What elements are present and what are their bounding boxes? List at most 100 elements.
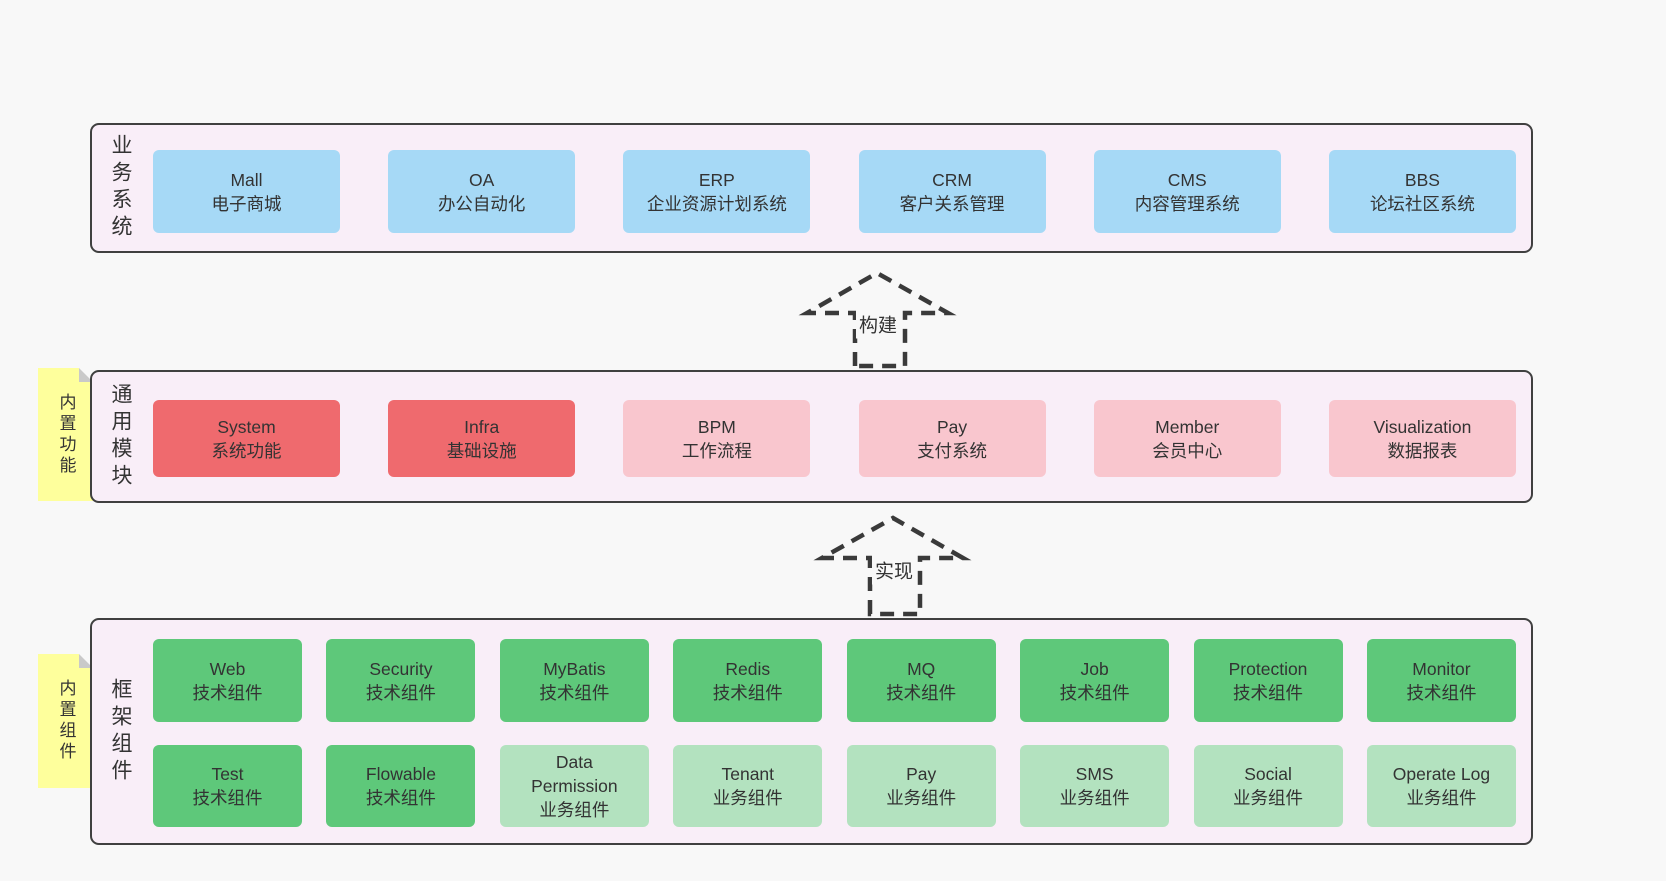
box-data-permission: Data Permission 业务组件 [499, 745, 649, 827]
box-title: MyBatis [543, 658, 606, 679]
box-title: Mall [230, 169, 263, 190]
box-title: Protection [1228, 658, 1308, 679]
box-subtitle: 数据报表 [1387, 440, 1458, 461]
box-title: OA [469, 169, 495, 190]
box-title: Operate Log [1392, 764, 1491, 784]
box-title: Flowable [365, 764, 436, 784]
implement-arrow: 实现 [805, 510, 980, 620]
box-title: Pay [906, 764, 937, 784]
box-subtitle: 技术组件 [365, 788, 436, 808]
box-subtitle: 业务组件 [1059, 788, 1130, 808]
box-title: Member [1155, 416, 1220, 437]
box-subtitle: 业务组件 [712, 788, 783, 808]
sticky-note-builtin-features: 内置功能 [38, 368, 93, 501]
box-subtitle: 技术组件 [539, 682, 610, 703]
box-operate-log: Operate Log 业务组件 [1366, 745, 1516, 827]
box-title: Social [1244, 764, 1292, 784]
box-subtitle: 技术组件 [192, 788, 263, 808]
box-tenant: Tenant 业务组件 [673, 745, 823, 827]
box-bbs: BBS 论坛社区系统 [1328, 150, 1516, 233]
box-title: BPM [697, 416, 736, 437]
box-subtitle: 论坛社区系统 [1369, 193, 1475, 214]
box-subtitle: 业务组件 [1233, 788, 1304, 808]
panel-label-business-systems: 业务系统 [109, 134, 132, 242]
box-oa: OA 办公自动化 [388, 150, 576, 233]
note-fold-corner [79, 654, 93, 668]
framework-components-panel: 框架组件 Web 技术组件 Security 技术组件 MyBatis 技术组件… [90, 618, 1533, 845]
box-subtitle: 内容管理系统 [1134, 193, 1240, 214]
implement-arrow-label: 实现 [871, 555, 917, 585]
box-subtitle: 支付系统 [917, 440, 988, 461]
box-erp: ERP 企业资源计划系统 [623, 150, 811, 233]
box-member: Member 会员中心 [1093, 400, 1281, 477]
box-protection: Protection 技术组件 [1193, 639, 1343, 722]
box-subtitle: 客户关系管理 [899, 193, 1005, 214]
box-flowable: Flowable 技术组件 [326, 745, 476, 827]
box-subtitle: 技术组件 [886, 682, 957, 703]
box-title: Data Permission [531, 752, 618, 796]
box-subtitle: 技术组件 [192, 682, 263, 703]
box-title: Security [369, 658, 433, 679]
box-infra: Infra 基础设施 [388, 400, 576, 477]
box-title: Redis [725, 658, 771, 679]
panel-label-common-modules: 通用模块 [109, 382, 132, 491]
box-bpm: BPM 工作流程 [623, 400, 811, 477]
note-label: 内置组件 [56, 679, 76, 763]
box-subtitle: 业务组件 [539, 800, 610, 820]
box-sms: SMS 业务组件 [1020, 745, 1170, 827]
box-system: System 系统功能 [153, 400, 340, 477]
box-title: BBS [1404, 169, 1440, 190]
note-label: 内置功能 [56, 392, 76, 477]
note-fold-corner [79, 368, 93, 382]
box-pay-component: Pay 业务组件 [846, 745, 996, 827]
box-subtitle: 业务组件 [1406, 788, 1477, 808]
box-social: Social 业务组件 [1193, 745, 1343, 827]
build-arrow: 构建 [790, 265, 965, 375]
box-title: CRM [932, 169, 972, 190]
panel-label-framework-components: 框架组件 [109, 677, 132, 786]
box-title: System [217, 416, 276, 437]
box-test: Test 技术组件 [153, 745, 302, 827]
framework-components-row-2: Test 技术组件 Flowable 技术组件 Data Permission … [153, 745, 1516, 827]
box-subtitle: 技术组件 [712, 682, 783, 703]
box-job: Job 技术组件 [1020, 639, 1170, 722]
box-subtitle: 办公自动化 [437, 193, 526, 214]
box-pay-system: Pay 支付系统 [858, 400, 1046, 477]
box-security: Security 技术组件 [326, 639, 476, 722]
box-title: Visualization [1373, 416, 1472, 437]
box-title: Web [209, 658, 246, 679]
box-mq: MQ 技术组件 [846, 639, 996, 722]
box-monitor: Monitor 技术组件 [1366, 639, 1516, 722]
box-subtitle: 技术组件 [1233, 682, 1304, 703]
box-title: Monitor [1412, 658, 1471, 679]
box-web: Web 技术组件 [153, 639, 302, 722]
box-title: Tenant [721, 764, 775, 784]
framework-components-row-1: Web 技术组件 Security 技术组件 MyBatis 技术组件 Redi… [153, 639, 1516, 722]
box-title: ERP [698, 169, 735, 190]
box-subtitle: 系统功能 [211, 440, 282, 461]
common-modules-row: System 系统功能 Infra 基础设施 BPM 工作流程 Pay 支付系统… [153, 400, 1516, 477]
box-subtitle: 企业资源计划系统 [646, 193, 787, 214]
business-systems-panel: 业务系统 Mall 电子商城 OA 办公自动化 ERP 企业资源计划系统 CRM… [90, 123, 1533, 253]
common-modules-panel: 通用模块 System 系统功能 Infra 基础设施 BPM 工作流程 Pay… [90, 370, 1533, 503]
box-mall: Mall 电子商城 [153, 150, 340, 233]
up-arrow-dashed-icon [813, 515, 972, 617]
box-subtitle: 技术组件 [1059, 682, 1130, 703]
box-redis: Redis 技术组件 [673, 639, 823, 722]
box-title: SMS [1075, 764, 1114, 784]
box-mybatis: MyBatis 技术组件 [499, 639, 649, 722]
box-crm: CRM 客户关系管理 [858, 150, 1046, 233]
box-cms: CMS 内容管理系统 [1093, 150, 1281, 233]
box-title: MQ [907, 658, 936, 679]
box-visualization: Visualization 数据报表 [1328, 400, 1516, 477]
box-title: Test [211, 764, 244, 784]
box-title: CMS [1167, 169, 1207, 190]
box-subtitle: 技术组件 [365, 682, 436, 703]
box-title: Infra [464, 416, 500, 437]
business-systems-row: Mall 电子商城 OA 办公自动化 ERP 企业资源计划系统 CRM 客户关系… [153, 150, 1516, 233]
box-subtitle: 会员中心 [1152, 440, 1223, 461]
box-title: Pay [936, 416, 968, 437]
box-subtitle: 电子商城 [211, 193, 282, 214]
box-subtitle: 业务组件 [886, 788, 957, 808]
